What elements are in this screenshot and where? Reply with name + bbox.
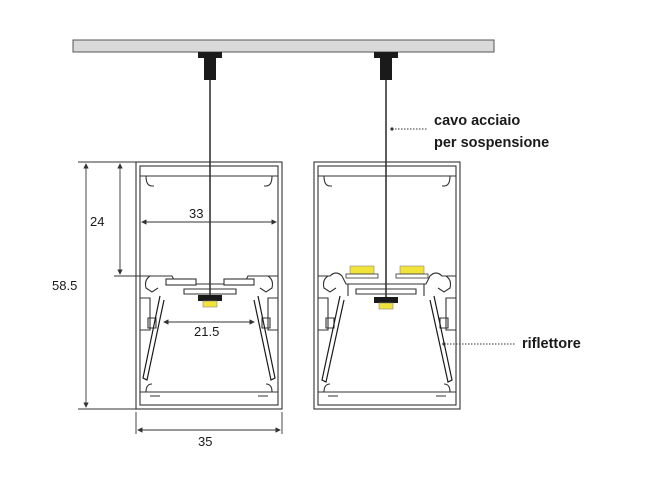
ceiling-track	[72, 39, 495, 53]
left-fixture	[135, 52, 283, 410]
dimension-outer-width: 35	[198, 434, 212, 449]
led-module-icon	[345, 265, 429, 279]
dimension-inner-width: 33	[189, 206, 203, 221]
dimension-lines	[78, 161, 283, 434]
led-module-icon	[198, 295, 222, 308]
reflector	[142, 295, 276, 381]
dimension-upper-height: 24	[90, 214, 104, 229]
dimension-optic-width: 21.5	[194, 324, 219, 339]
reflector	[321, 295, 453, 383]
aluminium-profile	[135, 161, 283, 410]
label-cable-line2: per sospensione	[434, 135, 549, 151]
label-cable-line1: cavo acciaio	[434, 113, 520, 129]
led-module-icon	[374, 297, 398, 310]
dimension-total-height: 58.5	[52, 278, 77, 293]
leader-lines	[392, 128, 516, 345]
aluminium-profile	[313, 161, 461, 410]
right-fixture	[313, 52, 461, 410]
suspension-clamp-icon	[198, 52, 222, 80]
suspension-clamp-icon	[374, 52, 398, 80]
label-reflector: riflettore	[522, 336, 581, 352]
